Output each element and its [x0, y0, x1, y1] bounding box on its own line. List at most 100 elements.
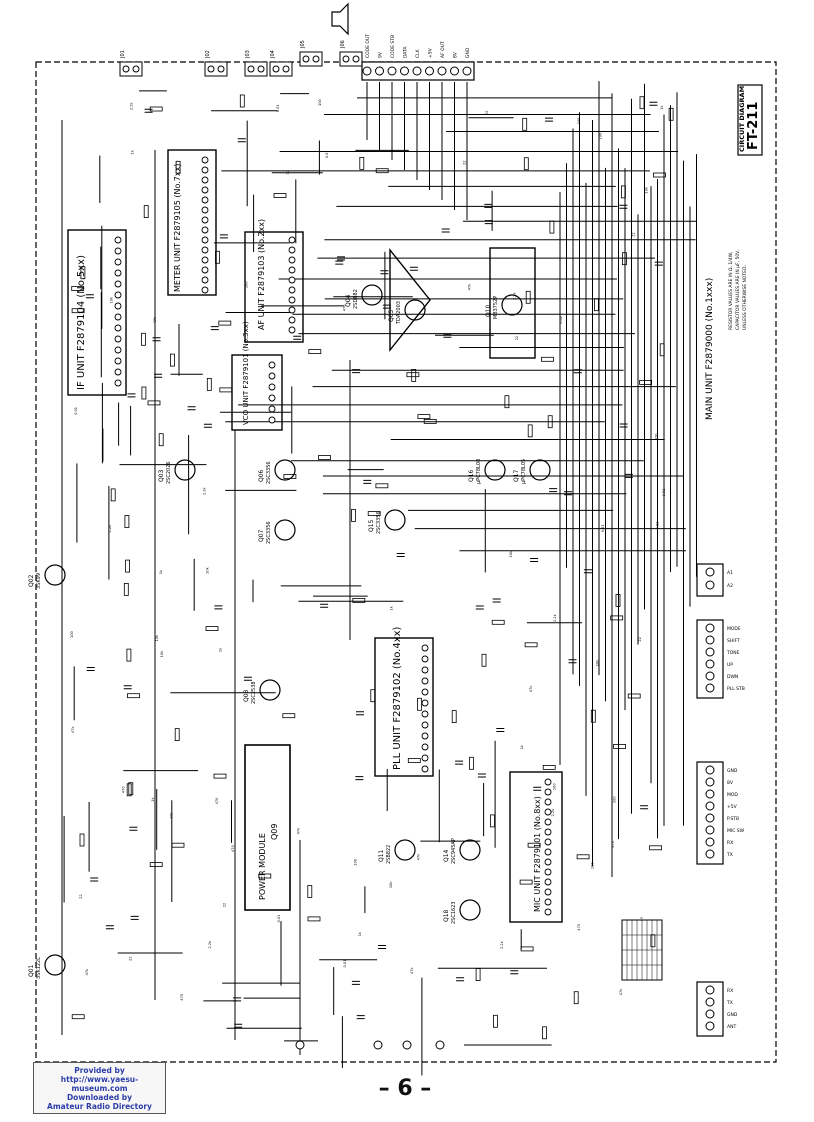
terminal: [435, 1040, 445, 1050]
connector-pin-label: GND: [727, 1012, 738, 1018]
pll-unit-pin: [421, 699, 429, 707]
q05-amplifier: [389, 248, 431, 352]
jack-pin: [217, 65, 225, 73]
page-number: – 6 –: [378, 1076, 432, 1101]
resistor: [481, 653, 487, 667]
transistor-symbol: [274, 459, 296, 481]
af-unit-pin: [288, 246, 296, 254]
jack-pin: [352, 55, 360, 63]
connector-pin-label: RX: [727, 840, 733, 846]
capacitor: [619, 423, 628, 428]
component-value: 10k: [206, 566, 210, 573]
vco-unit: VCO UNIT F2879101 (No.3xx): [231, 321, 283, 431]
mic-unit-pin: [544, 888, 552, 896]
transistor-symbol: [529, 459, 551, 481]
af-unit-pin: [288, 236, 296, 244]
subtitle-text: CIRCUIT DIAGRAM: [738, 86, 746, 152]
resistor: [639, 379, 652, 385]
transistor-part: M83752P: [493, 296, 499, 319]
capacitor: [356, 1015, 365, 1020]
schematic-frame: [35, 61, 777, 1063]
capacitor: [219, 234, 228, 239]
connector-pin-label: +5V: [727, 804, 738, 810]
capacitor: [335, 260, 344, 265]
component-value: 47k: [619, 988, 623, 995]
pll-unit-pin: [421, 677, 429, 685]
meter-unit-pin: [201, 256, 209, 264]
transistor-id: Q07: [258, 529, 265, 542]
component-value: 10k: [389, 881, 393, 888]
capacitor: [583, 569, 592, 574]
component-value: 2.2k: [108, 524, 112, 533]
badge-line-2: http://www.yaesu-museum.com: [60, 1074, 139, 1093]
resistor: [549, 220, 555, 234]
transistor-part: TDA2003: [396, 301, 402, 325]
connector-pin: [705, 849, 715, 859]
connector-pin-label: GND: [727, 768, 738, 774]
component-value: 470: [180, 994, 184, 1001]
capacitor: [320, 603, 329, 608]
capacitor: [441, 228, 450, 233]
connector-pin-label: UP: [727, 662, 733, 668]
connector-pin: [705, 647, 715, 657]
if-unit-pin: [114, 302, 122, 310]
transistor-symbol: [501, 294, 523, 316]
component-value: 2.2k: [130, 101, 134, 110]
transistor-part: 2SB822: [386, 845, 392, 864]
if-unit-pin: [114, 324, 122, 332]
mic-unit-pin: [544, 878, 552, 886]
component-value: 10k: [170, 811, 174, 818]
capacitor: [640, 805, 649, 810]
meter-unit-pin: [201, 186, 209, 194]
capacitor: [380, 270, 389, 275]
component-value: 22: [515, 336, 519, 340]
resistor: [158, 433, 164, 447]
resistor: [239, 94, 245, 108]
resistor: [490, 814, 495, 828]
capacitor: [337, 256, 345, 261]
resistor: [659, 343, 665, 357]
component-value: 470: [231, 845, 235, 852]
transistor-part: 2SC3356: [376, 511, 382, 534]
connector-pin: [705, 825, 715, 835]
jack-pin: [312, 55, 320, 63]
resistor: [318, 455, 331, 460]
mic-unit-label: MIC UNIT F2879101 (No.8xx): [533, 796, 542, 912]
connector-pin-label: AF OUT: [440, 41, 446, 58]
power-module: POWER MODULE Q09: [244, 744, 291, 911]
component-value: 100: [318, 99, 322, 106]
resistor: [352, 598, 366, 603]
right-connector-4: [696, 981, 724, 1037]
resistor: [218, 320, 232, 326]
component-value: 470: [342, 305, 346, 312]
if-unit-pin: [114, 236, 122, 244]
jack: [119, 61, 143, 77]
resistor: [71, 1014, 85, 1020]
resistor: [469, 756, 474, 770]
mic-unit-pin: [544, 798, 552, 806]
component-value: 100: [354, 859, 358, 866]
resistor: [423, 418, 437, 424]
component-value: 2.2k: [208, 940, 212, 949]
resistor: [649, 845, 662, 851]
jack-label: J04: [270, 50, 276, 59]
transistor-symbol: [44, 564, 66, 586]
component-value: 1k: [159, 569, 163, 574]
connector-pin: [705, 985, 715, 995]
note-line-3: UNLESS OTHERWISE NOTED.: [742, 265, 748, 330]
af-unit-pin: [288, 296, 296, 304]
transistor-symbol: [174, 459, 196, 481]
jack-pin: [207, 65, 215, 73]
connector-pin: [705, 813, 715, 823]
component-value: 470: [611, 841, 615, 848]
connector-pin-label: A2: [727, 583, 733, 589]
component-value: 47k: [410, 967, 414, 974]
component-value: 1k: [660, 104, 664, 109]
transistor-id: Q17: [513, 469, 520, 482]
transistor-part: 2SC2026: [166, 461, 172, 484]
meter-unit-pin: [201, 286, 209, 294]
